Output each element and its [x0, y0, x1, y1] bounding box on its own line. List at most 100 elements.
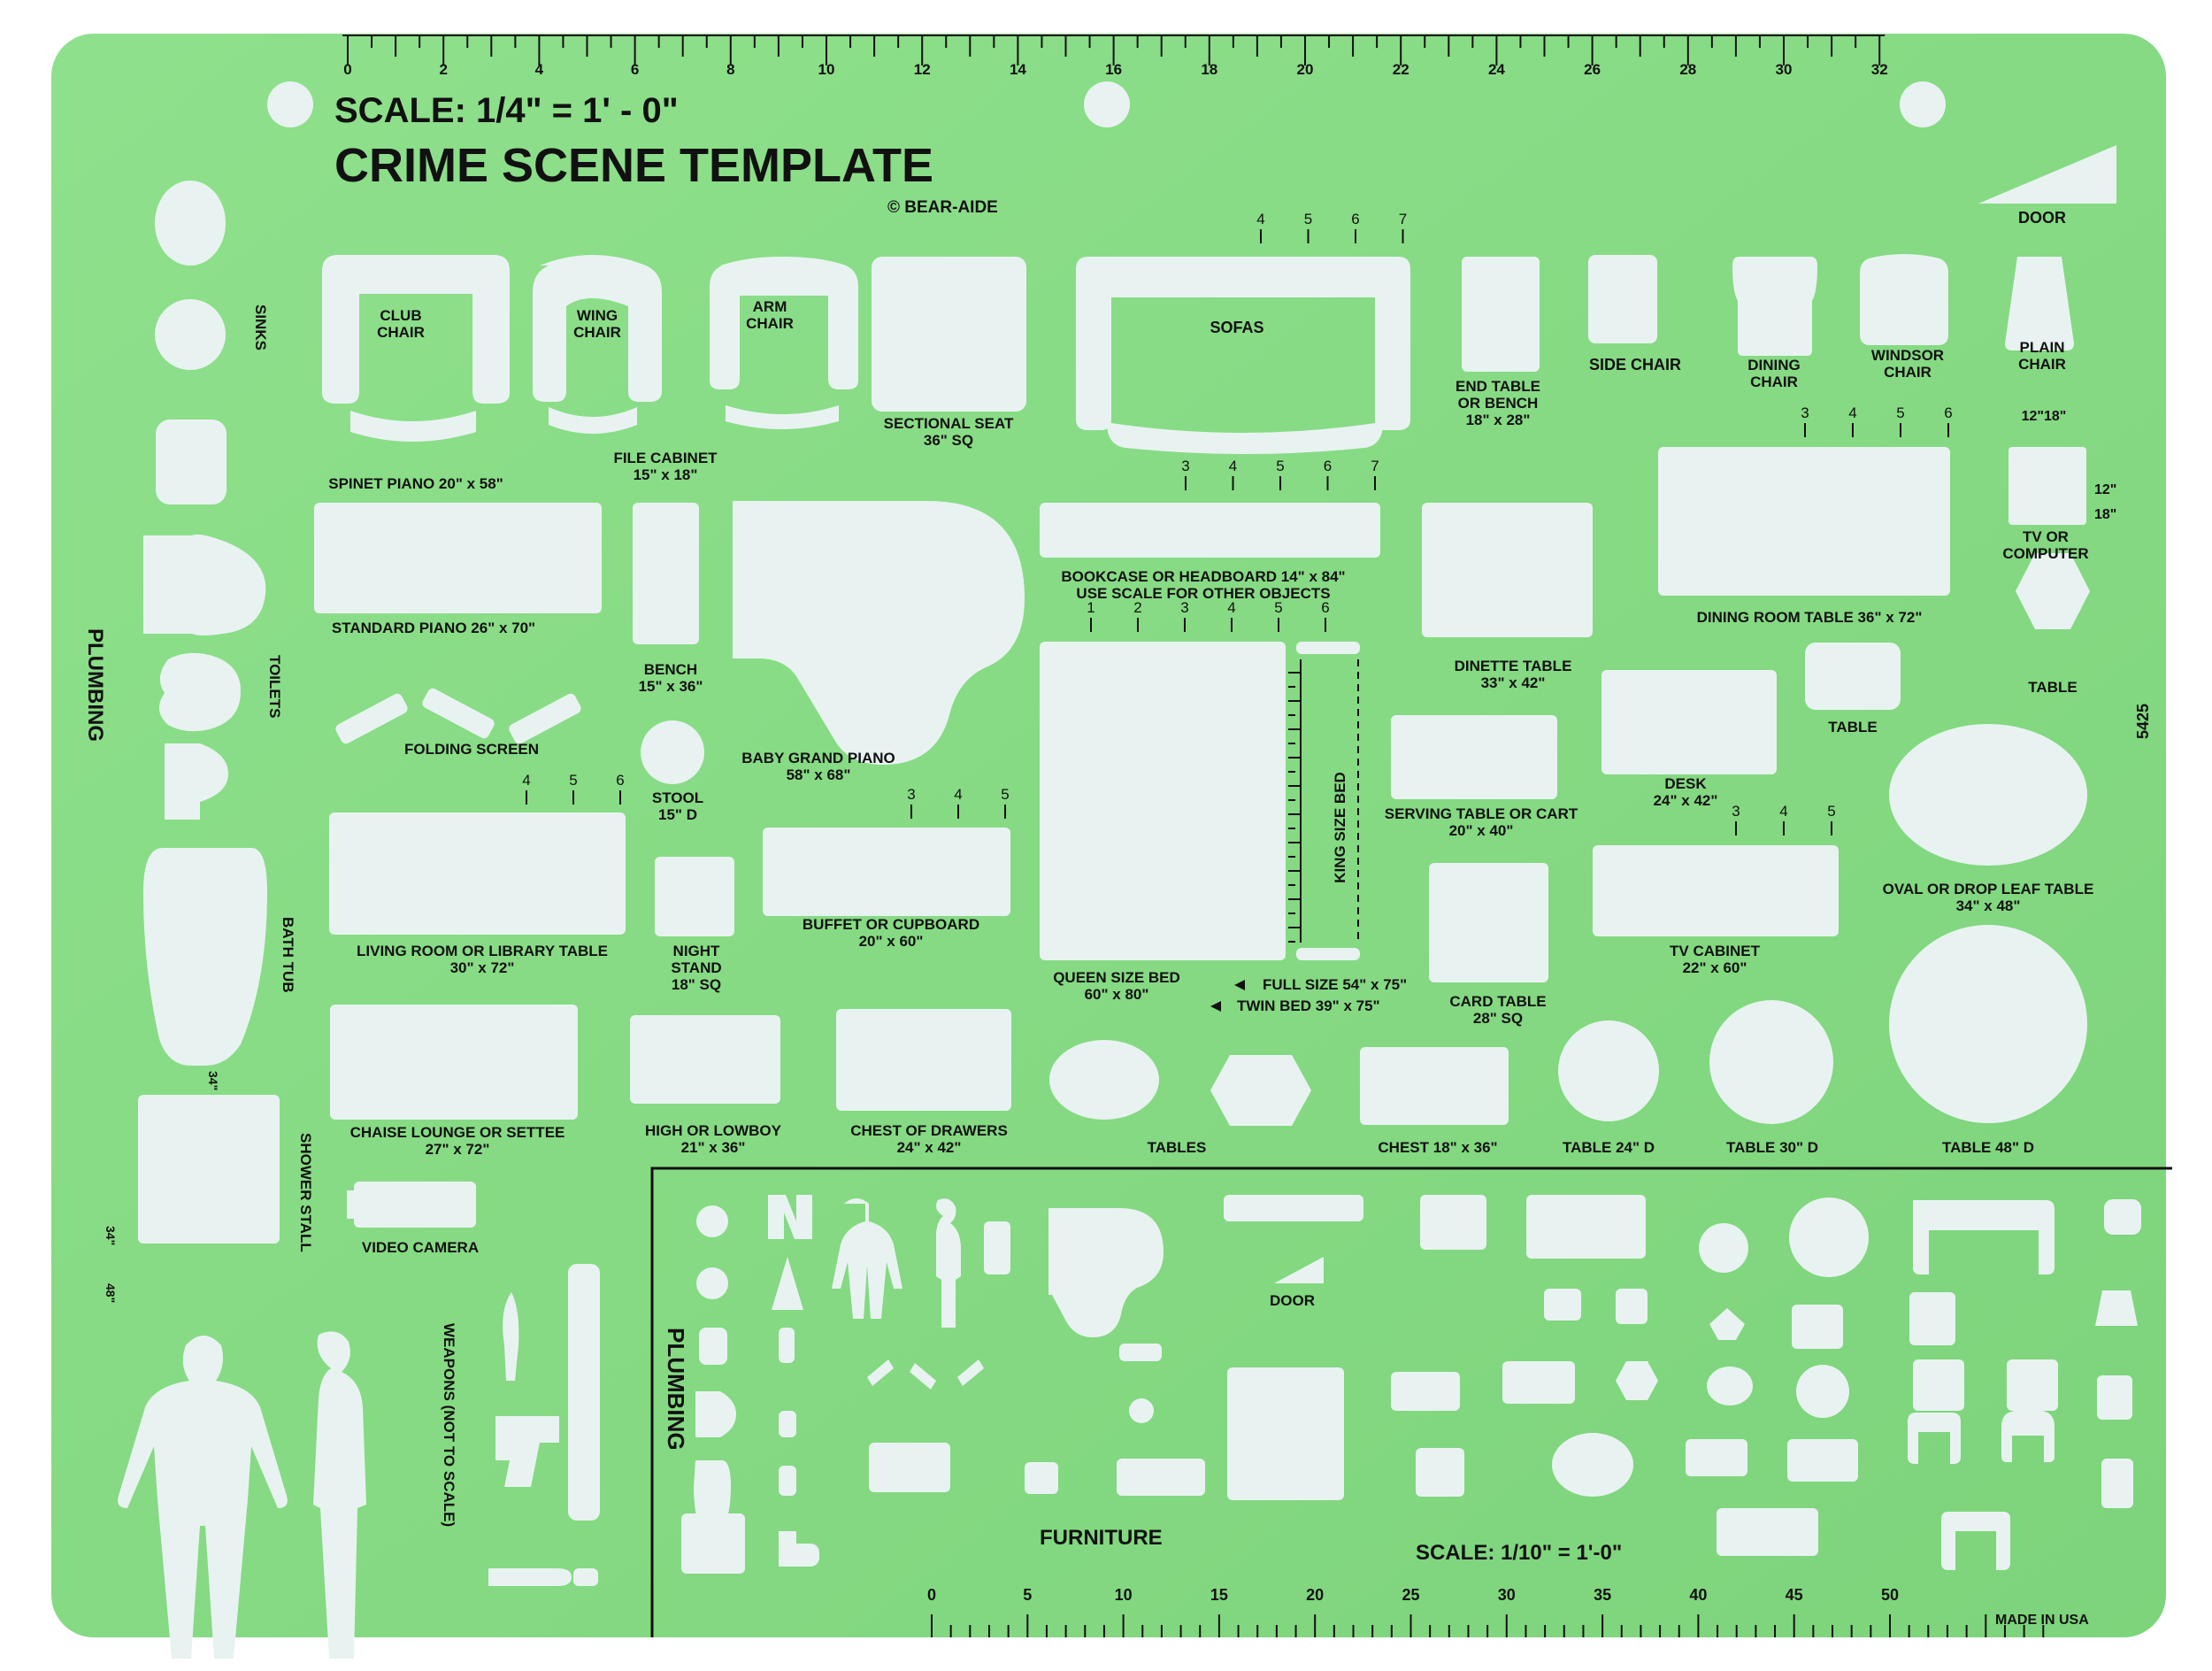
- ruler-number: 20: [1297, 61, 1314, 78]
- chest-label: CHEST 18" x 36": [1378, 1139, 1497, 1156]
- hex-table-shape: [2016, 553, 2090, 629]
- tv-cabinet-shape: [1593, 845, 1839, 936]
- hang-hole: [1084, 81, 1130, 127]
- ruler-number: 0: [927, 1586, 936, 1604]
- table-24-shape: [1558, 1020, 1659, 1121]
- ruler-number: 30: [1776, 61, 1793, 78]
- table-24-label: TABLE 24" D: [1563, 1139, 1655, 1156]
- full-size-label: FULL SIZE 54" x 75": [1263, 976, 1407, 993]
- product-number: 5425: [2134, 704, 2152, 739]
- video-camera-label: VIDEO CAMERA: [362, 1239, 479, 1256]
- ruler-number: 12: [914, 61, 931, 78]
- dimension-marker: 3: [1180, 599, 1188, 616]
- spinet-piano-label: SPINET PIANO 20" x 58": [328, 475, 503, 492]
- baby-grand-piano-shape: [733, 501, 1025, 765]
- dimension-marker: 7: [1399, 211, 1407, 227]
- bullet-icon: [488, 1568, 572, 1586]
- dimension-marker: 5: [569, 772, 577, 789]
- dimension-marker: 5: [1001, 786, 1009, 803]
- ruler-number: 18: [1201, 61, 1217, 78]
- table-hex-label: TABLE: [2028, 679, 2077, 696]
- shower-dim: 34": [206, 1071, 220, 1090]
- ruler-number: 26: [1584, 61, 1601, 78]
- sink-round: [155, 299, 226, 370]
- bookcase-shape: [1040, 503, 1380, 558]
- shower-stall-label: SHOWER STALL: [297, 1133, 314, 1252]
- dinette-table-shape: [1422, 503, 1593, 637]
- bullet-icon: [573, 1568, 598, 1586]
- card-table-shape: [1429, 863, 1548, 982]
- dimension-marker: 4: [522, 772, 530, 789]
- side-chair-label: SIDE CHAIR: [1589, 356, 1681, 373]
- chaise-lounge-shape: [330, 1005, 578, 1120]
- sectional-seat-shape: [872, 257, 1026, 412]
- sofa-shape: [1076, 257, 1410, 430]
- ruler-number: 0: [343, 61, 351, 78]
- dimension-marker: 6: [1351, 211, 1359, 227]
- small-door-label: DOOR: [1270, 1292, 1315, 1309]
- dimension-marker: 6: [1324, 458, 1332, 474]
- video-camera-shape: [354, 1182, 476, 1228]
- side-chair-shape: [1588, 255, 1657, 343]
- spinet-piano-shape: [314, 503, 602, 613]
- scale-label: SCALE: 1/4" = 1' - 0": [334, 91, 679, 130]
- sinks-label: SINKS: [252, 304, 269, 350]
- dimension-marker: 3: [907, 786, 915, 803]
- living-room-table-shape: [329, 812, 626, 935]
- person-front-icon: [118, 1336, 288, 1659]
- dimension-marker: 6: [1944, 404, 1952, 421]
- oval-small-table-shape: [1049, 1040, 1159, 1120]
- ruler-number: 35: [1594, 1586, 1611, 1604]
- dimension-marker: 4: [1229, 458, 1237, 474]
- small-scale-shapes: [681, 1195, 2141, 1574]
- chest-of-drawers-shape: [836, 1009, 1011, 1111]
- hang-hole: [1900, 81, 1946, 127]
- dimension-marker: 4: [1779, 803, 1787, 820]
- small-scale-label: SCALE: 1/10" = 1'-0": [1416, 1541, 1622, 1565]
- table-30-label: TABLE 30" D: [1726, 1139, 1818, 1156]
- octagon-table-shape: [1210, 1055, 1311, 1126]
- tv-dim-label: 12": [2094, 482, 2116, 497]
- pistol-icon: [495, 1416, 559, 1487]
- dimension-marker: 4: [1227, 599, 1235, 616]
- rifle-icon: [568, 1264, 600, 1521]
- furniture-label: FURNITURE: [1040, 1526, 1163, 1550]
- hang-hole: [267, 81, 313, 127]
- wing-chair-seat: [549, 407, 637, 434]
- buffet-shape: [763, 828, 1010, 916]
- bathtub-shape: [143, 848, 267, 1066]
- ruler-number: 28: [1679, 61, 1696, 78]
- ruler-number: 10: [818, 61, 835, 78]
- table-small-label: TABLE: [1828, 719, 1877, 735]
- ruler-number: 45: [1786, 1586, 1803, 1604]
- table-48-shape: [1889, 925, 2087, 1123]
- dimension-marker: 4: [1256, 211, 1264, 227]
- dining-chair-shape: [1732, 257, 1817, 356]
- dimension-marker: 6: [1321, 599, 1329, 616]
- ruler-number: 30: [1498, 1586, 1516, 1604]
- dining-room-table-shape: [1658, 447, 1950, 596]
- dimension-marker: 1: [1087, 599, 1094, 616]
- small-table-shape: [1805, 643, 1901, 710]
- night-stand-shape: [655, 857, 734, 936]
- dimension-marker: 5: [1827, 803, 1835, 820]
- folding-screen-panel: [335, 693, 408, 744]
- door-shape: [1978, 145, 2116, 204]
- ruler-number: 16: [1105, 61, 1122, 78]
- plain-chair-shape: [2005, 257, 2074, 350]
- ruler-number: 20: [1306, 1586, 1324, 1604]
